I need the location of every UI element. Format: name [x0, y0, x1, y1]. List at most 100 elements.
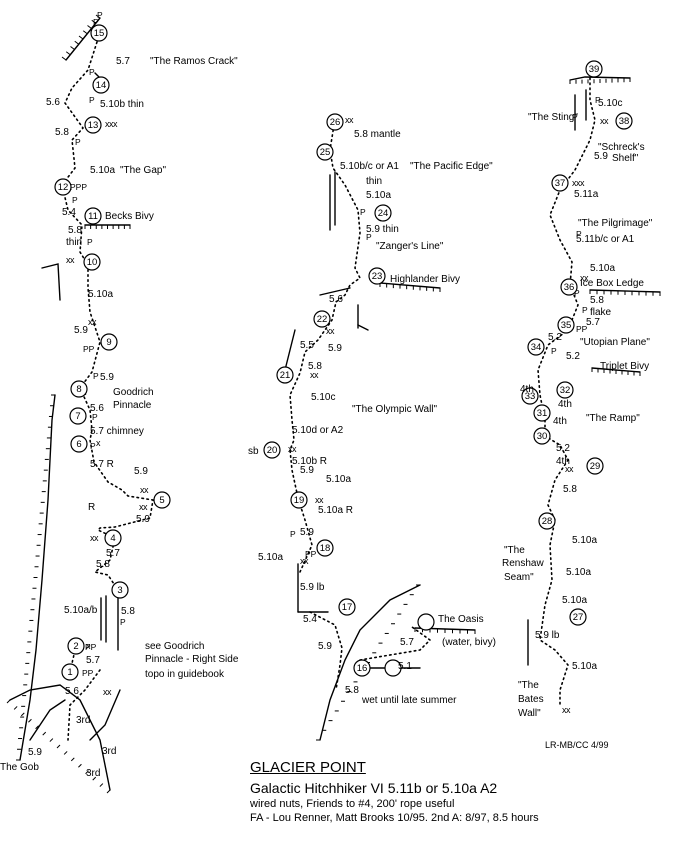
gob-line: [29, 699, 66, 741]
feature-name: Ice Box Ledge: [580, 278, 644, 289]
grade-label: 5.7: [116, 56, 130, 67]
pitch-circle: [316, 143, 334, 161]
ledge-tick: [82, 30, 88, 35]
pitch-circle: [69, 407, 87, 425]
ledge-tick: [49, 738, 54, 742]
grade-label: 5.8: [563, 484, 577, 495]
first-ascent-note: FA - Lou Renner, Matt Brooks 10/95. 2nd …: [250, 812, 539, 824]
note-text: wet until late summer: [361, 695, 457, 706]
pitch-number: 25: [320, 147, 331, 158]
pitch-circle: [368, 267, 386, 285]
grade-label: 4th: [520, 384, 534, 395]
ledge-tick: [74, 40, 80, 45]
pitch-number: 33: [525, 391, 536, 402]
pitch-circle: [533, 427, 551, 445]
pitch-number: 15: [94, 28, 105, 39]
piton-marker: PP: [576, 324, 588, 334]
pitch-number: 17: [342, 602, 353, 613]
ledge-line: [379, 282, 441, 289]
grade-label: 5.9: [134, 466, 148, 477]
piton-marker: P: [93, 17, 99, 27]
piton-marker: P: [92, 412, 98, 422]
feature-name: "The Pacific Edge": [410, 161, 493, 172]
grade-label: 5.10d or A2: [292, 425, 344, 436]
piton-marker: P: [90, 441, 96, 451]
arete-line: [19, 394, 56, 761]
grade-label: 5.10a: [258, 552, 283, 563]
pitch-circle: [353, 659, 371, 677]
piton-marker: P: [551, 346, 557, 356]
pitch-number: 37: [555, 178, 566, 189]
grade-label: 5.6: [90, 403, 104, 414]
pitch-number: 18: [320, 543, 331, 554]
pitch-number: 2: [73, 641, 78, 652]
pitch-number: 16: [357, 663, 368, 674]
bolt-marker: xx: [600, 116, 609, 126]
pitch-circle: [338, 598, 356, 616]
pitch-circle: [111, 581, 129, 599]
grade-label: 5.9: [594, 151, 608, 162]
page-title: GLACIER POINT: [250, 759, 366, 776]
pitch-number: 12: [58, 182, 69, 193]
grade-label: 5.8: [121, 606, 135, 617]
pitch-circle: [54, 178, 72, 196]
grade-label: 5.8: [55, 127, 69, 138]
grade-label: 3rd: [76, 715, 90, 726]
pitch-circle: [538, 512, 556, 530]
route-name: Galactic Hitchhiker VI 5.11b or 5.10a A2: [250, 780, 498, 796]
bolt-marker: xx: [580, 273, 589, 283]
topo-credit: LR-MB/CC 4/99: [545, 740, 609, 750]
pitch-number: 27: [573, 612, 584, 623]
bolt-marker: xx: [315, 495, 324, 505]
pitch-number: 8: [76, 384, 81, 395]
pitch-circle: [276, 366, 294, 384]
piton-marker: PP: [305, 549, 317, 559]
ledge-ticks: [6, 14, 661, 794]
grade-label: 5.11b/c or A1: [576, 234, 635, 245]
feature-name: "The Ramos Crack": [150, 56, 238, 67]
oasis-marker: [384, 659, 402, 677]
pitch-circle: [90, 24, 108, 42]
grade-label: 5.8: [590, 295, 604, 306]
pitch-circle: [70, 380, 88, 398]
ledge-tick: [35, 725, 39, 730]
feature-name: Seam": [504, 572, 534, 583]
ledge-tick: [20, 712, 25, 717]
rock-features: [9, 17, 661, 791]
grade-label: 5.11a: [574, 189, 599, 200]
feature-name: The Gob: [0, 762, 39, 773]
ledge-tick: [56, 744, 61, 749]
grade-label: 5.6: [46, 97, 60, 108]
pitch-circle: [104, 529, 122, 547]
grade-label: 5.7: [86, 655, 100, 666]
pitch-circle: [263, 441, 281, 459]
ledge-tick: [106, 789, 111, 794]
pitch-circle: [527, 338, 545, 356]
pitch-number: 26: [330, 117, 341, 128]
pitch-circle: [557, 316, 575, 334]
grade-label: R: [88, 502, 95, 513]
pitch-number: 21: [280, 370, 291, 381]
pitch-circle: [374, 204, 392, 222]
roof-line: [284, 329, 296, 371]
grade-label: 5.1: [398, 661, 412, 672]
grade-label: 5.7: [400, 637, 414, 648]
grade-label: 5.9 thin: [366, 224, 399, 235]
arete-line: [319, 584, 421, 741]
grade-label: 5.7: [586, 317, 600, 328]
pitch-number: 20: [267, 445, 278, 456]
feature-name: "The Olympic Wall": [352, 404, 438, 415]
feature-name: "The: [518, 680, 539, 691]
pitch-number: 22: [317, 314, 328, 325]
piton-marker: P: [72, 195, 78, 205]
bolt-marker: xx: [90, 533, 99, 543]
grade-label: 5.9: [318, 641, 332, 652]
piton-marker: P: [89, 67, 95, 77]
grade-label: 5.10a: [562, 595, 587, 606]
grade-label: 3rd: [102, 746, 116, 757]
oasis-marker: [417, 613, 435, 631]
gob-line: [9, 684, 111, 791]
piton-marker: P: [576, 229, 582, 239]
grade-label: 5.8 mantle: [354, 129, 401, 140]
ledge-tick: [6, 699, 11, 704]
